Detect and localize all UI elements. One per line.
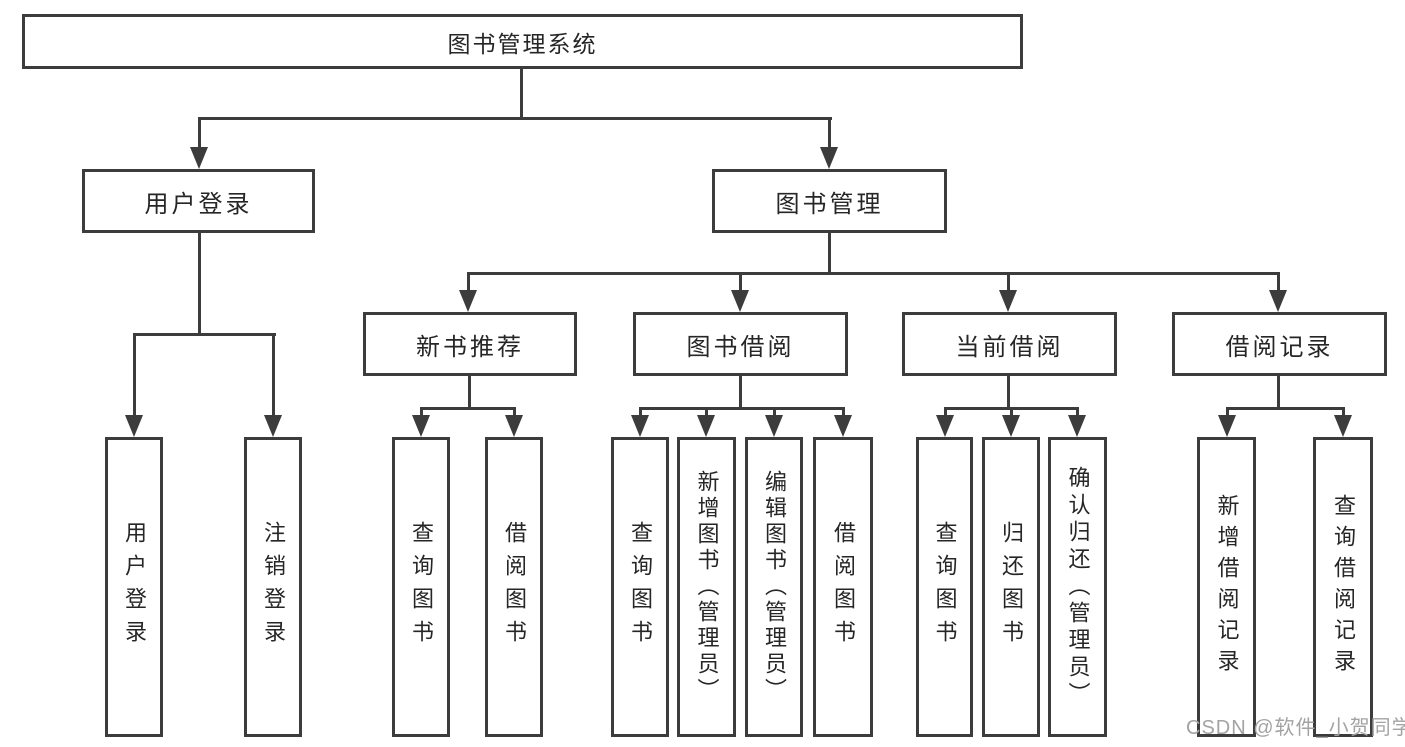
node-borrowing-records: 借阅记录: [1172, 312, 1387, 376]
node-new-book-recommendation: 新书推荐: [363, 312, 577, 376]
connector-current-borrowing-stem: [1007, 376, 1010, 409]
connector-level2-bar: [198, 117, 832, 120]
leaf-query-books-recommend: 查询图书: [392, 437, 450, 737]
connector-arrow-shaft: [773, 407, 776, 419]
connector-arrow-shaft: [705, 407, 708, 419]
connector-arrow-shaft: [1076, 407, 1079, 419]
connector-new-book-stem: [468, 376, 471, 409]
node-book-borrowing: 图书借阅: [633, 312, 848, 376]
connector-arrow-shaft: [828, 117, 831, 149]
connector-arrow-shaft: [467, 272, 470, 293]
connector-user-login-stem: [198, 233, 201, 335]
leaf-query-borrow-record: 查询借阅记录: [1313, 437, 1373, 737]
arrow-down-icon: [820, 147, 838, 169]
node-library-management-system: 图书管理系统: [22, 14, 1023, 69]
leaf-borrow-books-recommend: 借阅图书: [485, 437, 543, 737]
arrow-down-icon: [190, 147, 208, 169]
arrow-down-icon: [731, 290, 749, 312]
connector-arrow-shaft: [1007, 272, 1010, 293]
node-current-borrowing: 当前借阅: [902, 312, 1117, 376]
connector-arrow-shaft: [1342, 407, 1345, 419]
arrow-down-icon: [1002, 415, 1020, 437]
arrow-down-icon: [765, 415, 783, 437]
arrow-down-icon: [1334, 415, 1352, 437]
arrow-down-icon: [412, 415, 430, 437]
leaf-return-books: 归还图书: [982, 437, 1040, 737]
leaf-confirm-return-admin: 确认归还（管理员）: [1048, 437, 1107, 737]
arrow-down-icon: [697, 415, 715, 437]
connector-arrow-shaft: [133, 333, 136, 418]
arrow-down-icon: [1269, 290, 1287, 312]
connector-arrow-shaft: [198, 117, 201, 149]
connector-arrow-shaft: [420, 407, 423, 419]
connector-book-borrowing-split-bar: [639, 407, 845, 410]
arrow-down-icon: [1068, 415, 1086, 437]
connector-book-management-stem: [828, 233, 831, 274]
leaf-user-login: 用户登录: [105, 437, 163, 737]
connector-arrow-shaft: [1226, 407, 1229, 419]
leaf-query-books-current: 查询图书: [916, 437, 973, 737]
arrow-down-icon: [936, 415, 954, 437]
connector-arrow-shaft: [1277, 272, 1280, 293]
connector-arrow-shaft: [739, 272, 742, 293]
leaf-edit-books-admin: 编辑图书（管理员）: [745, 437, 803, 737]
arrow-down-icon: [1218, 415, 1236, 437]
connector-borrow-records-stem: [1277, 376, 1280, 409]
connector-arrow-shaft: [513, 407, 516, 419]
connector-book-borrowing-stem: [739, 376, 742, 409]
connector-root-stem: [520, 68, 523, 118]
connector-level3-bar: [467, 272, 1280, 275]
connector-arrow-shaft: [639, 407, 642, 419]
leaf-add-borrow-record: 新增借阅记录: [1197, 437, 1256, 737]
connector-borrow-records-split-bar: [1226, 407, 1345, 410]
arrow-down-icon: [505, 415, 523, 437]
connector-user-login-split-bar: [133, 333, 276, 336]
watermark: CSDN @软件_小贺同学: [1186, 717, 1405, 739]
connector-arrow-shaft: [842, 407, 845, 419]
node-user-login: 用户登录: [82, 169, 315, 233]
leaf-query-books-borrowing: 查询图书: [611, 437, 669, 737]
arrow-down-icon: [999, 290, 1017, 312]
connector-arrow-shaft: [944, 407, 947, 419]
connector-arrow-shaft: [272, 333, 275, 418]
connector-arrow-shaft: [1010, 407, 1013, 419]
arrow-down-icon: [631, 415, 649, 437]
arrow-down-icon: [459, 290, 477, 312]
arrow-down-icon: [125, 415, 143, 437]
leaf-borrow-books: 借阅图书: [813, 437, 873, 737]
connector-new-book-split-bar: [420, 407, 516, 410]
leaf-add-books-admin: 新增图书（管理员）: [677, 437, 736, 737]
node-book-management: 图书管理: [712, 169, 947, 233]
arrow-down-icon: [834, 415, 852, 437]
arrow-down-icon: [264, 415, 282, 437]
leaf-logout: 注销登录: [244, 437, 302, 737]
